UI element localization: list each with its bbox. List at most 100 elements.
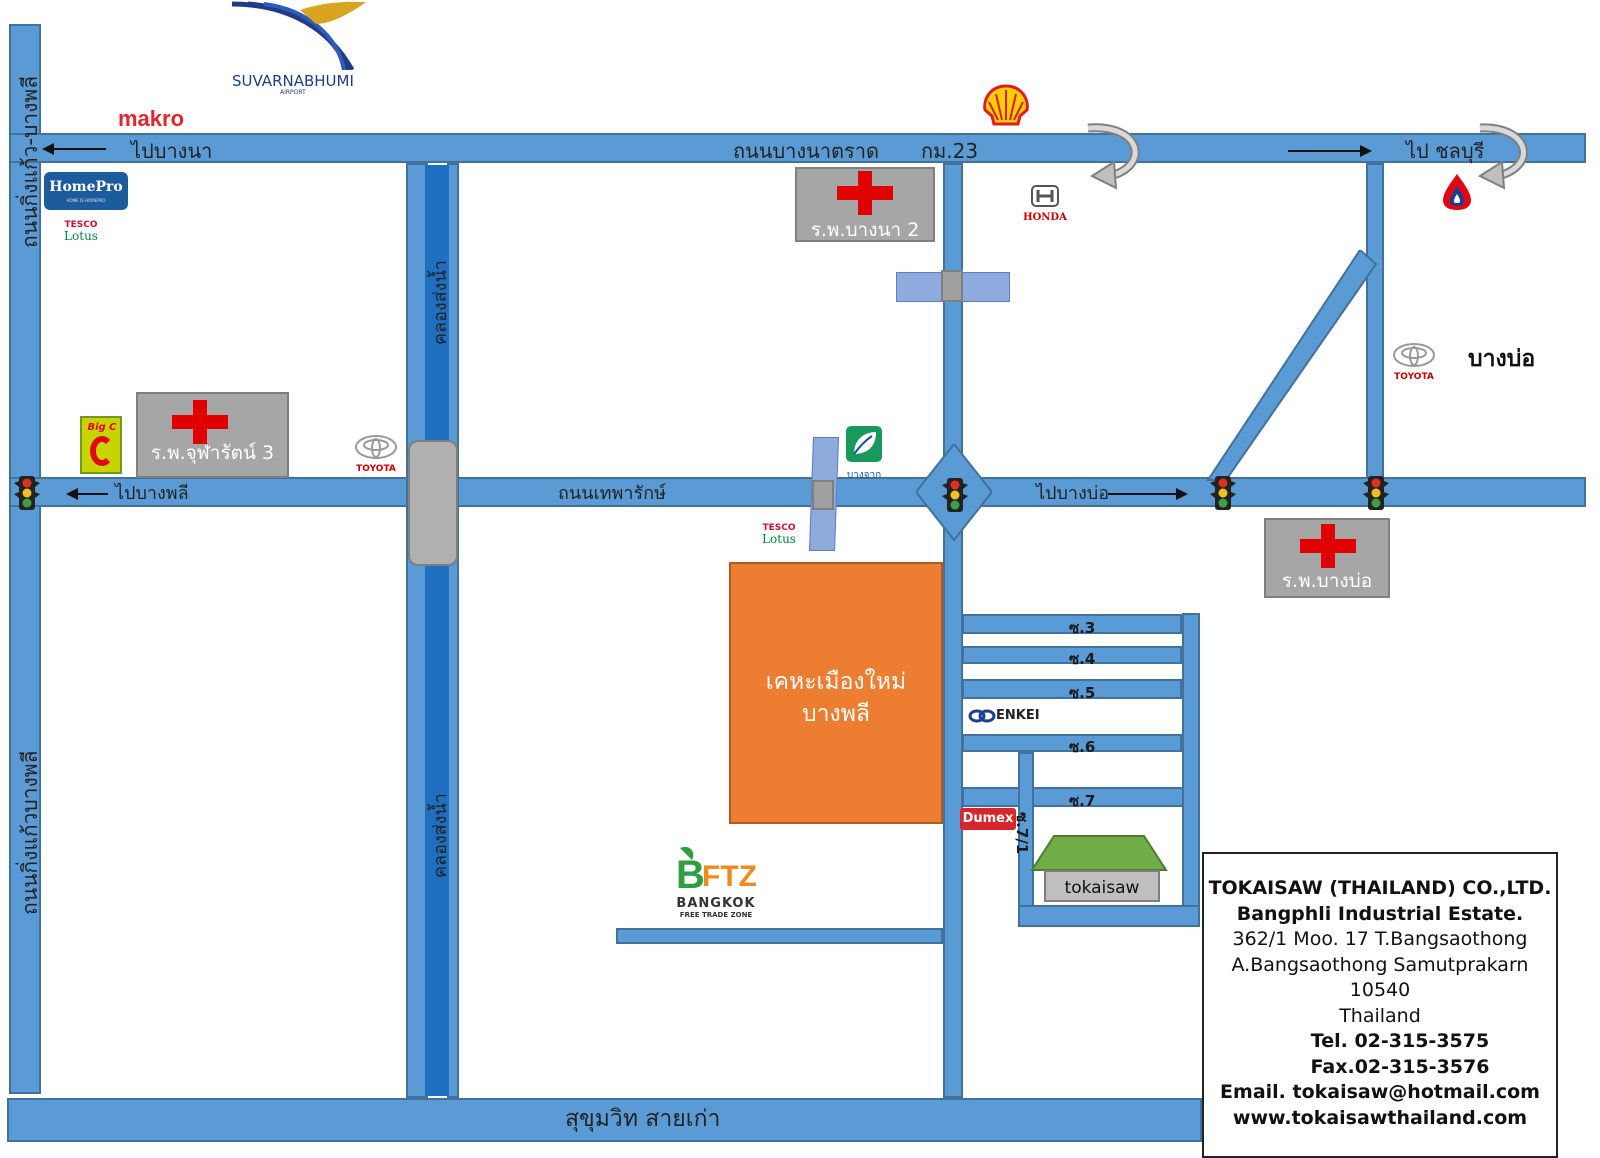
traffic-light-icon	[942, 478, 968, 512]
traffic-light-icon	[1210, 476, 1236, 510]
label-sukhumvit: สุขุมวิท สายเก่า	[565, 1106, 721, 1132]
company-fax: Fax.02-315-3576	[1310, 1055, 1490, 1078]
tesco-text: TESCO	[64, 220, 98, 230]
suvarnabhumi-logo-icon	[231, 1, 366, 70]
dumex-logo: Dumex	[960, 808, 1016, 830]
ptt-logo-icon	[1443, 174, 1471, 210]
soi-bottom-road	[1018, 905, 1200, 927]
enkei-logo: ENKEI	[966, 706, 1040, 732]
bigc-c-icon	[90, 436, 114, 466]
toyota-logo: TOYOTA	[1390, 342, 1438, 382]
tesco-lotus-logo: TESCO Lotus	[754, 523, 804, 545]
road-bangna-trat	[9, 133, 1586, 163]
honda-h-icon	[1031, 185, 1059, 207]
arrow-left-bangphli	[66, 488, 108, 500]
toyota-text: TOYOTA	[1394, 372, 1434, 382]
arrow-right-chonburi	[1288, 145, 1372, 157]
soi-label: ซ.4	[1069, 650, 1096, 668]
toyota-logo: TOYOTA	[352, 434, 400, 474]
makro-logo: makro	[118, 106, 185, 131]
road-thepharak	[9, 477, 1586, 507]
housing-area: เคหะเมืองใหม่ บางพลี	[729, 562, 943, 824]
factory-tokaisaw: tokaisaw	[1044, 870, 1160, 902]
company-website[interactable]: www.tokaisawthailand.com	[1232, 1106, 1528, 1129]
uturn-arrow-km23	[1087, 123, 1140, 190]
svg-text:FTZ: FTZ	[702, 860, 757, 892]
housing-label: เคหะเมืองใหม่ บางพลี	[765, 669, 907, 727]
uturn-arrow-chonburi	[1477, 123, 1528, 190]
arrow-left-bangna	[42, 143, 106, 155]
soi-label: ซ.6	[1069, 738, 1096, 756]
bridge-south	[812, 480, 834, 510]
canal	[425, 165, 449, 1096]
homepro-sub: HOME IS HOMEPRO	[66, 198, 106, 203]
shell-logo-icon	[983, 84, 1029, 126]
road-kingkaew-west	[9, 24, 41, 1094]
road-km23-north-south	[943, 163, 963, 1098]
bangchak-text: บางจาก	[846, 470, 882, 481]
soi-5-road	[962, 679, 1182, 699]
toyota-emblem-icon	[1393, 343, 1435, 367]
bftz-mark-icon: B FTZ	[676, 846, 757, 897]
label-to-bangna: ไปบางนา	[131, 139, 213, 163]
label-bangbo: บางบ่อ	[1468, 346, 1536, 372]
suvarnabhumi-text: SUVARNABHUMI	[232, 72, 354, 90]
soi-label: ซ.5	[1069, 684, 1096, 702]
bftz-logo: B FTZ BANGKOK FREE TRADE ZONE	[666, 842, 766, 924]
bridge-canal-thepharak	[408, 440, 458, 566]
company-estate: Bangphli Industrial Estate.	[1236, 902, 1524, 925]
hospital-cross-icon	[1300, 524, 1356, 568]
toyota-emblem-icon	[355, 435, 397, 459]
label-km23: กม.23	[921, 139, 979, 163]
label-bangna-trat: ถนนบางนาตราด	[733, 139, 879, 163]
company-address-2: A.Bangsaothong Samutprakarn 10540	[1231, 953, 1529, 1002]
bftz-sub: FREE TRADE ZONE	[679, 911, 753, 919]
hospital-bangna2: ร.พ.บางนา 2	[795, 167, 935, 242]
hospital-cross-icon	[172, 400, 228, 444]
soi-4-road	[962, 646, 1182, 664]
enkei-text: ENKEI	[996, 708, 1040, 723]
hospital-bangna2-label: ร.พ.บางนา 2	[810, 219, 920, 241]
honda-text: HONDA	[1023, 212, 1067, 223]
homepro-logo: HomePro HOME IS HOMEPRO	[44, 172, 128, 210]
homepro-text: HomePro	[49, 179, 123, 195]
factory-roof-icon	[1030, 835, 1168, 871]
label-kingkaew-top: ถนนกิ่งแก้ว-บางพลี	[18, 75, 42, 248]
bangchak-logo: บางจาก	[842, 424, 886, 483]
tesco-text: TESCO	[762, 523, 796, 533]
company-tel: Tel. 02-315-3575	[1310, 1030, 1490, 1052]
traffic-light-icon	[14, 476, 40, 510]
soi-label: ซ.7	[1069, 792, 1096, 810]
company-email[interactable]: Email. tokaisaw@hotmail.com	[1220, 1081, 1540, 1103]
label-canal-top: คลองส่งน้ำ	[430, 260, 451, 345]
road-sukhumvit-old	[7, 1098, 1202, 1142]
hospital-chularat3-label: ร.พ.จุฬารัตน์ 3	[150, 442, 275, 464]
honda-logo: HONDA	[1010, 184, 1080, 223]
company-country: Thailand	[1339, 1004, 1421, 1027]
company-info-box: TOKAISAW (THAILAND) CO.,LTD. Bangphli In…	[1202, 852, 1558, 1158]
toyota-text: TOYOTA	[356, 464, 396, 474]
label-to-bangbo: ไปบางบ่อ	[1036, 483, 1110, 504]
dumex-text: Dumex	[962, 811, 1014, 826]
bigc-logo: Big C	[80, 416, 122, 474]
soi-3-road	[962, 614, 1182, 634]
traffic-light-icon	[1363, 476, 1389, 510]
lotus-text: Lotus	[762, 532, 796, 546]
hospital-chularat3: ร.พ.จุฬารัตน์ 3	[136, 392, 289, 478]
label-thepharak: ถนนเทพารักษ์	[558, 483, 666, 504]
svg-text:B: B	[676, 853, 705, 892]
suvarnabhumi-sub: AIRPORT	[280, 89, 306, 96]
label-kingkaew-bottom: ถนนกิ่งแก้วบางพลี	[18, 750, 42, 915]
hospital-bangbo: ร.พ.บางบ่อ	[1264, 518, 1390, 598]
road-diagonal	[1206, 250, 1378, 481]
enkei-mark-icon	[968, 709, 996, 723]
bftz-name: BANGKOK	[676, 896, 756, 911]
soi-east-vertical	[1182, 613, 1200, 909]
arrow-right-bangbo	[1108, 488, 1188, 500]
road-ftz-spur	[616, 928, 943, 944]
company-address-1: 362/1 Moo. 17 T.Bangsaothong	[1232, 928, 1528, 950]
bigc-text: Big C	[87, 422, 117, 433]
tesco-lotus-logo: TESCO Lotus	[56, 220, 106, 242]
label-to-chonburi: ไป ชลบุรี	[1406, 139, 1485, 163]
label-to-bangphli: ไปบางพลี	[115, 483, 189, 504]
